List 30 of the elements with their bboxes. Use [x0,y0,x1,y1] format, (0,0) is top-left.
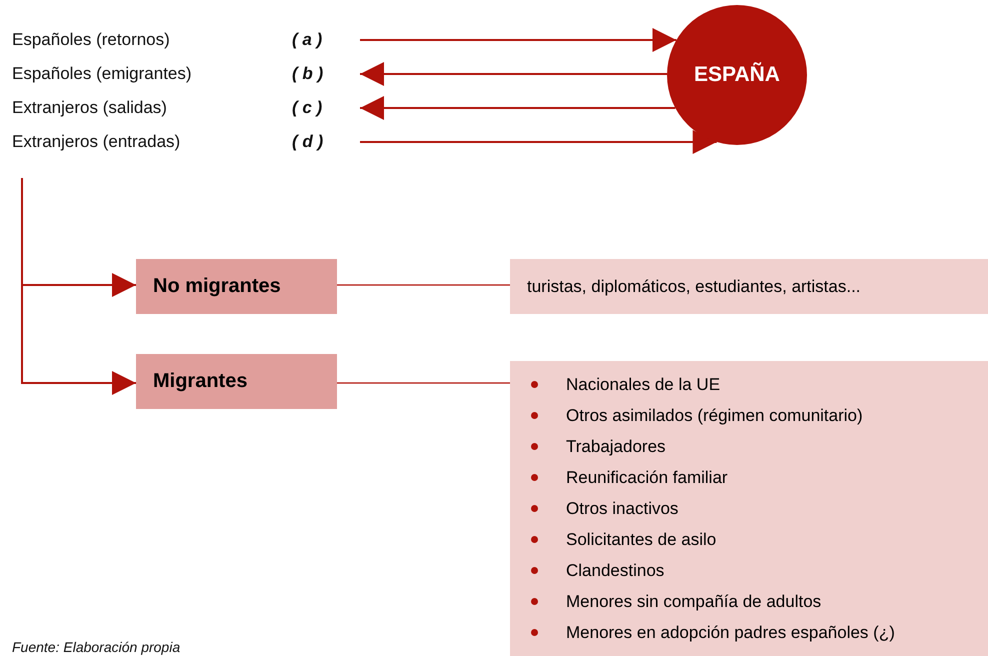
flow-letter: ( c ) [292,98,322,118]
row-label: Españoles (emigrantes) [12,64,192,84]
arrow [360,28,676,52]
category-box: Migrantes [136,354,337,409]
list-item: Solicitantes de asilo [528,530,716,550]
flow-letter: ( d ) [292,132,324,152]
list-item: Menores en adopción padres españoles (¿) [528,623,895,643]
arrow [360,130,717,154]
list-item: Menores sin compañía de adultos [528,592,822,612]
row-label: Extranjeros (entradas) [12,132,180,152]
list-item: Otros inactivos [528,499,678,519]
row-label: Extranjeros (salidas) [12,98,167,118]
list-item: Reunificación familiar [528,468,728,488]
list-item: Clandestinos [528,561,664,581]
list-box [510,361,988,656]
arrow [21,178,136,395]
list-item: Nacionales de la UE [528,375,720,395]
list-item: Otros asimilados (régimen comunitario) [528,406,863,426]
list-item: Trabajadores [528,437,666,457]
arrow [360,96,676,120]
flow-letter: ( a ) [292,30,322,50]
description-box: turistas, diplomáticos, estudiantes, artistas... [510,259,988,314]
arrow [360,62,667,86]
flow-letter: ( b ) [292,64,324,84]
source-note: Fuente: Elaboración propia [12,638,180,656]
connector-line [337,284,510,286]
connector-line [337,382,510,384]
row-label: Españoles (retornos) [12,30,170,50]
country-circle: ESPAÑA [667,5,807,145]
category-box: No migrantes [136,259,337,314]
